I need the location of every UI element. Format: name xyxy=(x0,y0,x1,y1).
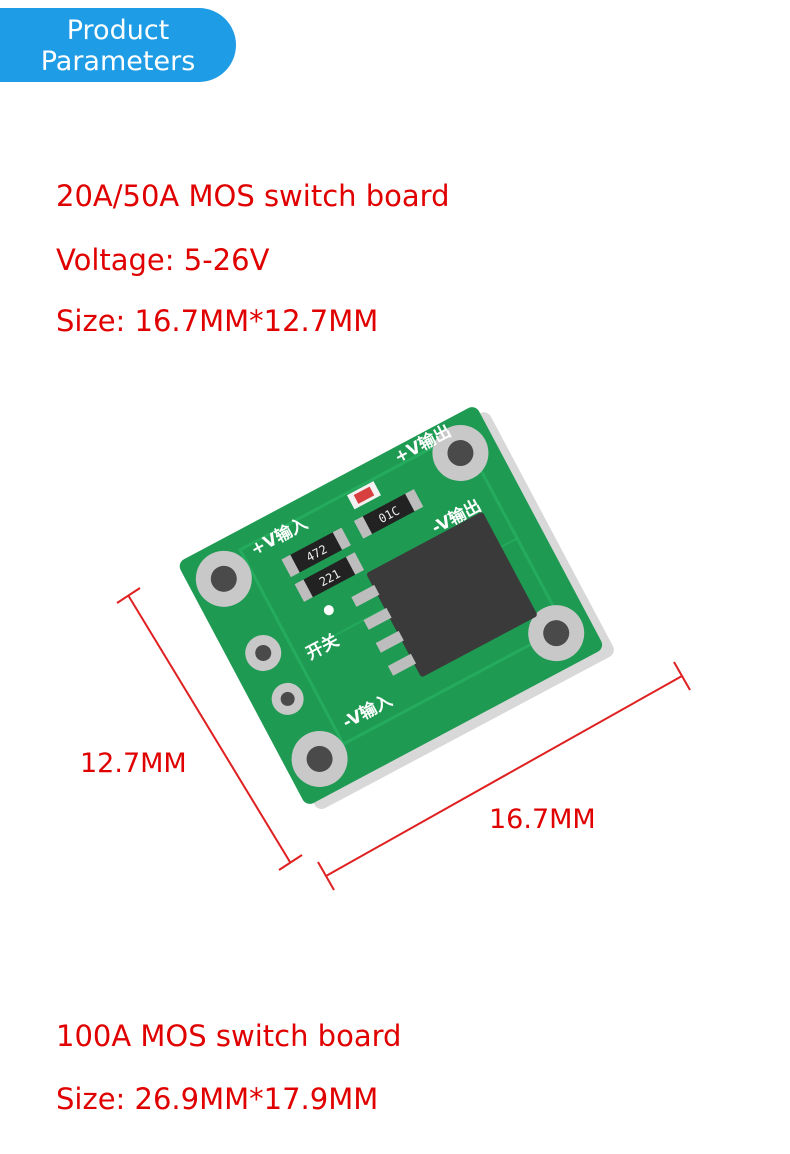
switch-pad xyxy=(245,634,304,715)
small-board-voltage: Voltage: 5-26V xyxy=(56,243,270,277)
small-board-size: Size: 16.7MM*12.7MM xyxy=(56,304,379,338)
badge-line-2: Parameters xyxy=(40,46,196,77)
pcb-board: 472 221 01C +V输入 +V输出 -V输出 -V输入 开关 xyxy=(179,407,614,809)
resistor: 221 xyxy=(294,552,365,602)
product-parameters-badge: Product Parameters xyxy=(0,8,236,82)
mounting-pad xyxy=(528,605,585,662)
mounting-pad xyxy=(195,550,252,607)
height-dimension-line xyxy=(116,587,303,871)
large-board-title: 100A MOS switch board xyxy=(56,1019,402,1053)
resistor: 472 xyxy=(281,527,351,578)
width-dimension-line xyxy=(317,661,691,891)
badge-line-1: Product xyxy=(66,15,170,46)
width-dimension-label: 16.7MM xyxy=(489,804,596,835)
mosfet-chip xyxy=(366,512,537,677)
mounting-pad xyxy=(432,425,489,482)
mounting-pad xyxy=(291,730,348,787)
mosfet-pins xyxy=(351,584,417,676)
small-board-title: 20A/50A MOS switch board xyxy=(56,179,450,213)
resistor: 01C xyxy=(353,489,424,539)
large-board-size: Size: 26.9MM*17.9MM xyxy=(56,1082,379,1116)
led xyxy=(346,481,381,510)
height-dimension-label: 12.7MM xyxy=(80,748,187,779)
